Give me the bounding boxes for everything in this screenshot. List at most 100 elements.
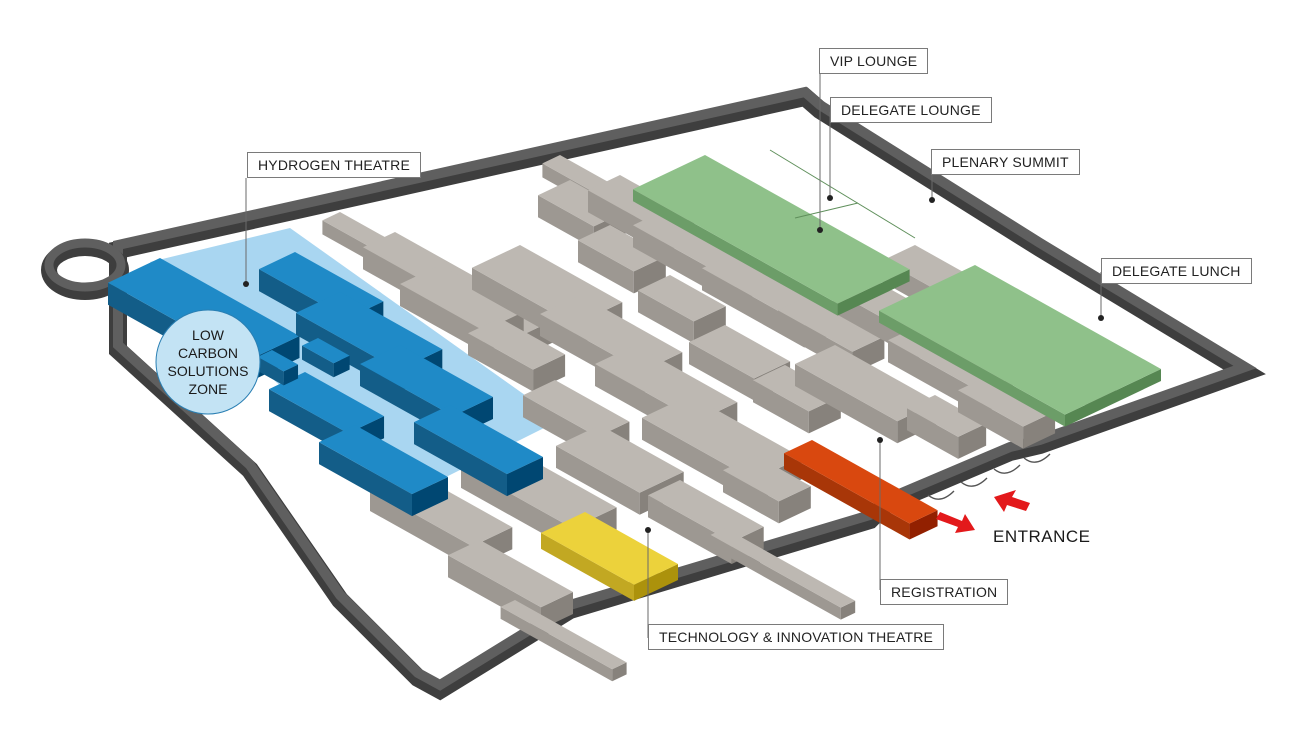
exhibitor-booth-front-face xyxy=(795,364,898,444)
technology-innovation-theatre-leader-dot xyxy=(645,527,651,533)
exhibitor-booth-top-face xyxy=(723,455,811,502)
exhibitor-booth-top-face xyxy=(400,265,524,331)
exhibitor-booth-front-face xyxy=(638,290,694,344)
lounge-divider xyxy=(794,202,859,219)
exhibitor-booth-front-face xyxy=(907,408,959,459)
registration-desk[interactable] xyxy=(784,440,938,540)
exhibitor-booth-top-face xyxy=(689,325,791,379)
low-carbon-zone-stand-top-face xyxy=(360,345,493,416)
entrance-door xyxy=(927,490,955,500)
hydrogen-theatre-label[interactable]: HYDROGEN THEATRE xyxy=(247,152,422,178)
low-carbon-zone-stand-side-face xyxy=(507,457,543,497)
exhibitor-booth-top-face xyxy=(958,375,1056,427)
exhibitor-booth-front-face xyxy=(370,489,473,569)
entrance-door xyxy=(1023,453,1051,463)
delegate-lunch-area[interactable] xyxy=(879,265,1161,427)
lounge-divider xyxy=(769,149,916,239)
registration-desk-top-face xyxy=(784,440,938,524)
technology-innovation-theatre-stand-top-face xyxy=(541,512,678,585)
low-carbon-zone-stand-front-face xyxy=(257,356,284,386)
entry-arrow-icon xyxy=(994,490,1030,512)
exhibitor-booth-front-face xyxy=(723,470,779,524)
registration-desk-side-face xyxy=(909,510,938,540)
plenary-summit-area-side-face xyxy=(837,269,910,316)
exhibitor-booth[interactable] xyxy=(578,225,666,294)
exhibitor-booth-side-face xyxy=(958,423,987,459)
exhibitor-booth-top-face xyxy=(523,380,630,437)
low-carbon-zone-stand-top-face xyxy=(269,372,385,434)
exhibitor-booth-top-face xyxy=(578,225,666,272)
exhibitor-booth-top-face xyxy=(648,480,764,542)
booth-front-strip-1-side-face xyxy=(612,662,627,682)
exhibitor-booth-top-face xyxy=(795,345,938,422)
delegate-lunch-leader-dot xyxy=(1098,315,1104,321)
low-carbon-zone-stand-front-face xyxy=(319,442,412,517)
exhibitor-booth-side-face xyxy=(693,306,726,344)
plenary-summit-area-front-face xyxy=(633,189,838,316)
booth-front-strip-2[interactable] xyxy=(710,528,856,620)
exhibitor-booth[interactable] xyxy=(723,455,811,524)
exhibitor-booth-front-face xyxy=(468,333,534,392)
exhibitor-booth[interactable] xyxy=(468,318,566,392)
exhibitor-booth-front-face xyxy=(958,390,1024,449)
low-carbon-zone-marker[interactable] xyxy=(155,309,261,415)
exhibitor-booth-front-face xyxy=(689,342,755,401)
entrance-door xyxy=(993,464,1021,474)
booth-front-strip-1[interactable] xyxy=(500,600,627,682)
plenary-summit-area[interactable] xyxy=(633,155,910,316)
plenary-summit-area-top-face xyxy=(633,155,910,304)
exhibitor-booth-top-face xyxy=(778,295,885,352)
booth-front-strip-2-front-face xyxy=(710,534,841,620)
exhibitor-booth-front-face xyxy=(556,445,640,515)
booth-front-strip-1-top-face xyxy=(500,600,627,670)
delegate-lunch-label[interactable]: DELEGATE LUNCH xyxy=(1101,258,1252,284)
exhibitor-booth-side-face xyxy=(633,256,666,294)
low-carbon-zone-stand-top-face xyxy=(257,350,299,372)
technology-innovation-theatre-label[interactable]: TECHNOLOGY & INNOVATION THEATRE xyxy=(648,624,945,650)
round-annex xyxy=(44,238,126,292)
exit-arrow-icon xyxy=(936,512,975,533)
exhibitor-booth[interactable] xyxy=(958,375,1056,449)
delegate-lunch-area-front-face xyxy=(879,310,1065,427)
exhibitor-booth-top-face xyxy=(907,395,987,437)
exhibitor-booth-top-face xyxy=(753,365,841,412)
low-carbon-zone-stand-top-face xyxy=(414,405,543,475)
exhibitor-booth-front-face xyxy=(753,380,809,434)
registration-label[interactable]: REGISTRATION xyxy=(880,579,1009,605)
exhibitor-booth[interactable] xyxy=(638,275,726,344)
technology-innovation-theatre-stand-front-face xyxy=(541,532,634,601)
exhibitor-booth-side-face xyxy=(533,354,566,392)
exhibitor-booth-front-face xyxy=(578,240,634,294)
exhibitor-booth-side-face xyxy=(1023,411,1056,449)
exhibitor-booth-front-face xyxy=(400,284,484,353)
entrance-label: ENTRANCE xyxy=(993,527,1091,546)
exhibitor-booth-top-face xyxy=(638,275,726,322)
exhibitor-booth-front-face xyxy=(538,195,594,249)
exhibitor-booth-side-face xyxy=(778,486,811,524)
exhibitor-booth-top-face xyxy=(468,318,566,370)
low-carbon-zone-stand[interactable] xyxy=(302,338,350,378)
delegate-lounge-label[interactable]: DELEGATE LOUNGE xyxy=(830,97,992,123)
delegate-lunch-area-side-face xyxy=(1065,369,1161,427)
booth-front-strip-1-front-face xyxy=(500,606,613,682)
low-carbon-zone-stand-top-face xyxy=(302,338,350,364)
plenary-summit-label[interactable]: PLENARY SUMMIT xyxy=(931,149,1080,175)
delegate-lounge-leader-dot xyxy=(827,195,833,201)
vip-lounge-leader-dot xyxy=(817,227,823,233)
exhibitor-booth-top-face xyxy=(556,425,684,493)
low-carbon-zone-stand-front-face xyxy=(302,345,334,378)
low-carbon-zone-stand-side-face xyxy=(412,477,448,517)
exhibitor-booth[interactable] xyxy=(907,395,987,459)
low-carbon-zone-stand-side-face xyxy=(283,364,299,386)
low-carbon-zone-stand-top-face xyxy=(319,425,448,495)
low-carbon-zone-stand[interactable] xyxy=(319,425,448,517)
low-carbon-zone-stand-front-face xyxy=(414,422,507,497)
low-carbon-zone-stand[interactable] xyxy=(257,350,299,386)
low-carbon-zone-stand[interactable] xyxy=(414,405,543,497)
exhibitor-booth-front-face xyxy=(888,340,981,415)
entrance-door xyxy=(960,477,988,487)
technology-innovation-theatre-stand[interactable] xyxy=(541,512,678,601)
vip-lounge-label[interactable]: VIP LOUNGE xyxy=(819,48,929,74)
technology-innovation-theatre-stand-side-face xyxy=(634,564,678,601)
